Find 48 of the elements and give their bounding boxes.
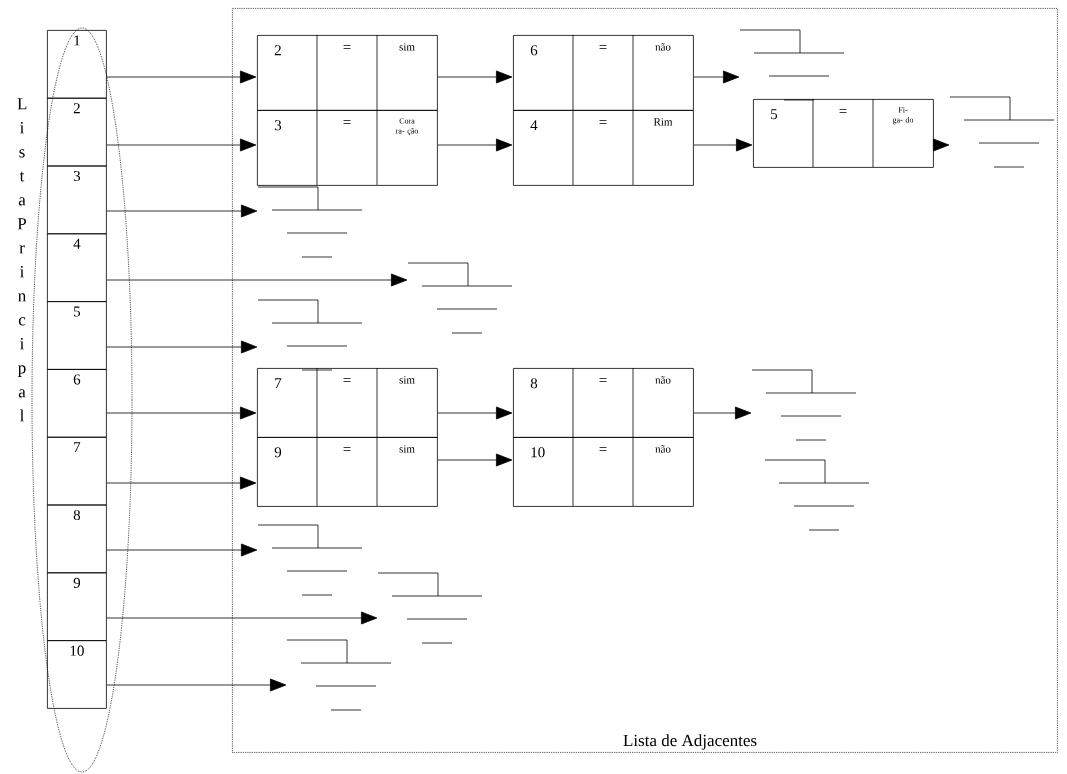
arrow [106, 476, 257, 490]
arrow [106, 273, 408, 287]
list-cell: 5 [47, 301, 107, 370]
list-cell: 1 [47, 30, 107, 99]
ground-symbol [377, 572, 483, 644]
list-cell: 6 [47, 369, 107, 438]
record-box: 10 = não [513, 436, 694, 507]
ground-symbol [257, 186, 363, 258]
list-cell: 10 [47, 640, 107, 709]
ground-symbol [751, 369, 857, 441]
record-box: 4 = Rim [513, 109, 694, 186]
ground-symbol [739, 29, 845, 101]
arrow [437, 70, 513, 84]
arrow [106, 138, 257, 152]
record-box: 7 = sim [257, 367, 438, 438]
record-box: 3 = Cora ra- ção [257, 109, 438, 186]
list-cell: 4 [47, 233, 107, 302]
ground-symbol [257, 299, 363, 371]
arrow [106, 406, 257, 420]
list-cell: 7 [47, 436, 107, 506]
arrow [106, 204, 258, 218]
arrow [106, 611, 378, 625]
ground-symbol [286, 639, 392, 711]
record-box: 6 = não [513, 34, 694, 111]
ground-symbol [764, 459, 870, 531]
arrow [437, 138, 513, 152]
ground-symbol [407, 262, 513, 334]
arrow [106, 543, 258, 557]
list-cell: 2 [47, 97, 107, 167]
record-box: 5 = Fi- ga- do [753, 98, 934, 168]
arrow [106, 70, 257, 84]
record-box: 8 = não [513, 367, 694, 438]
arrow [437, 406, 513, 420]
ground-symbol [257, 524, 363, 596]
list-cell: 3 [47, 165, 107, 235]
vertical-label: Lista Principal [17, 98, 27, 422]
list-cell: 9 [47, 572, 107, 641]
arrow [437, 453, 513, 467]
ground-symbol [949, 96, 1055, 168]
arrow [693, 138, 753, 152]
arrow [932, 138, 950, 152]
record-box: 9 = sim [257, 436, 438, 507]
arrow [106, 340, 258, 354]
arrow [693, 70, 740, 84]
arrow [693, 406, 752, 420]
list-cell: 8 [47, 504, 107, 574]
arrow [106, 678, 287, 692]
record-box: 2 = sim [257, 34, 438, 111]
